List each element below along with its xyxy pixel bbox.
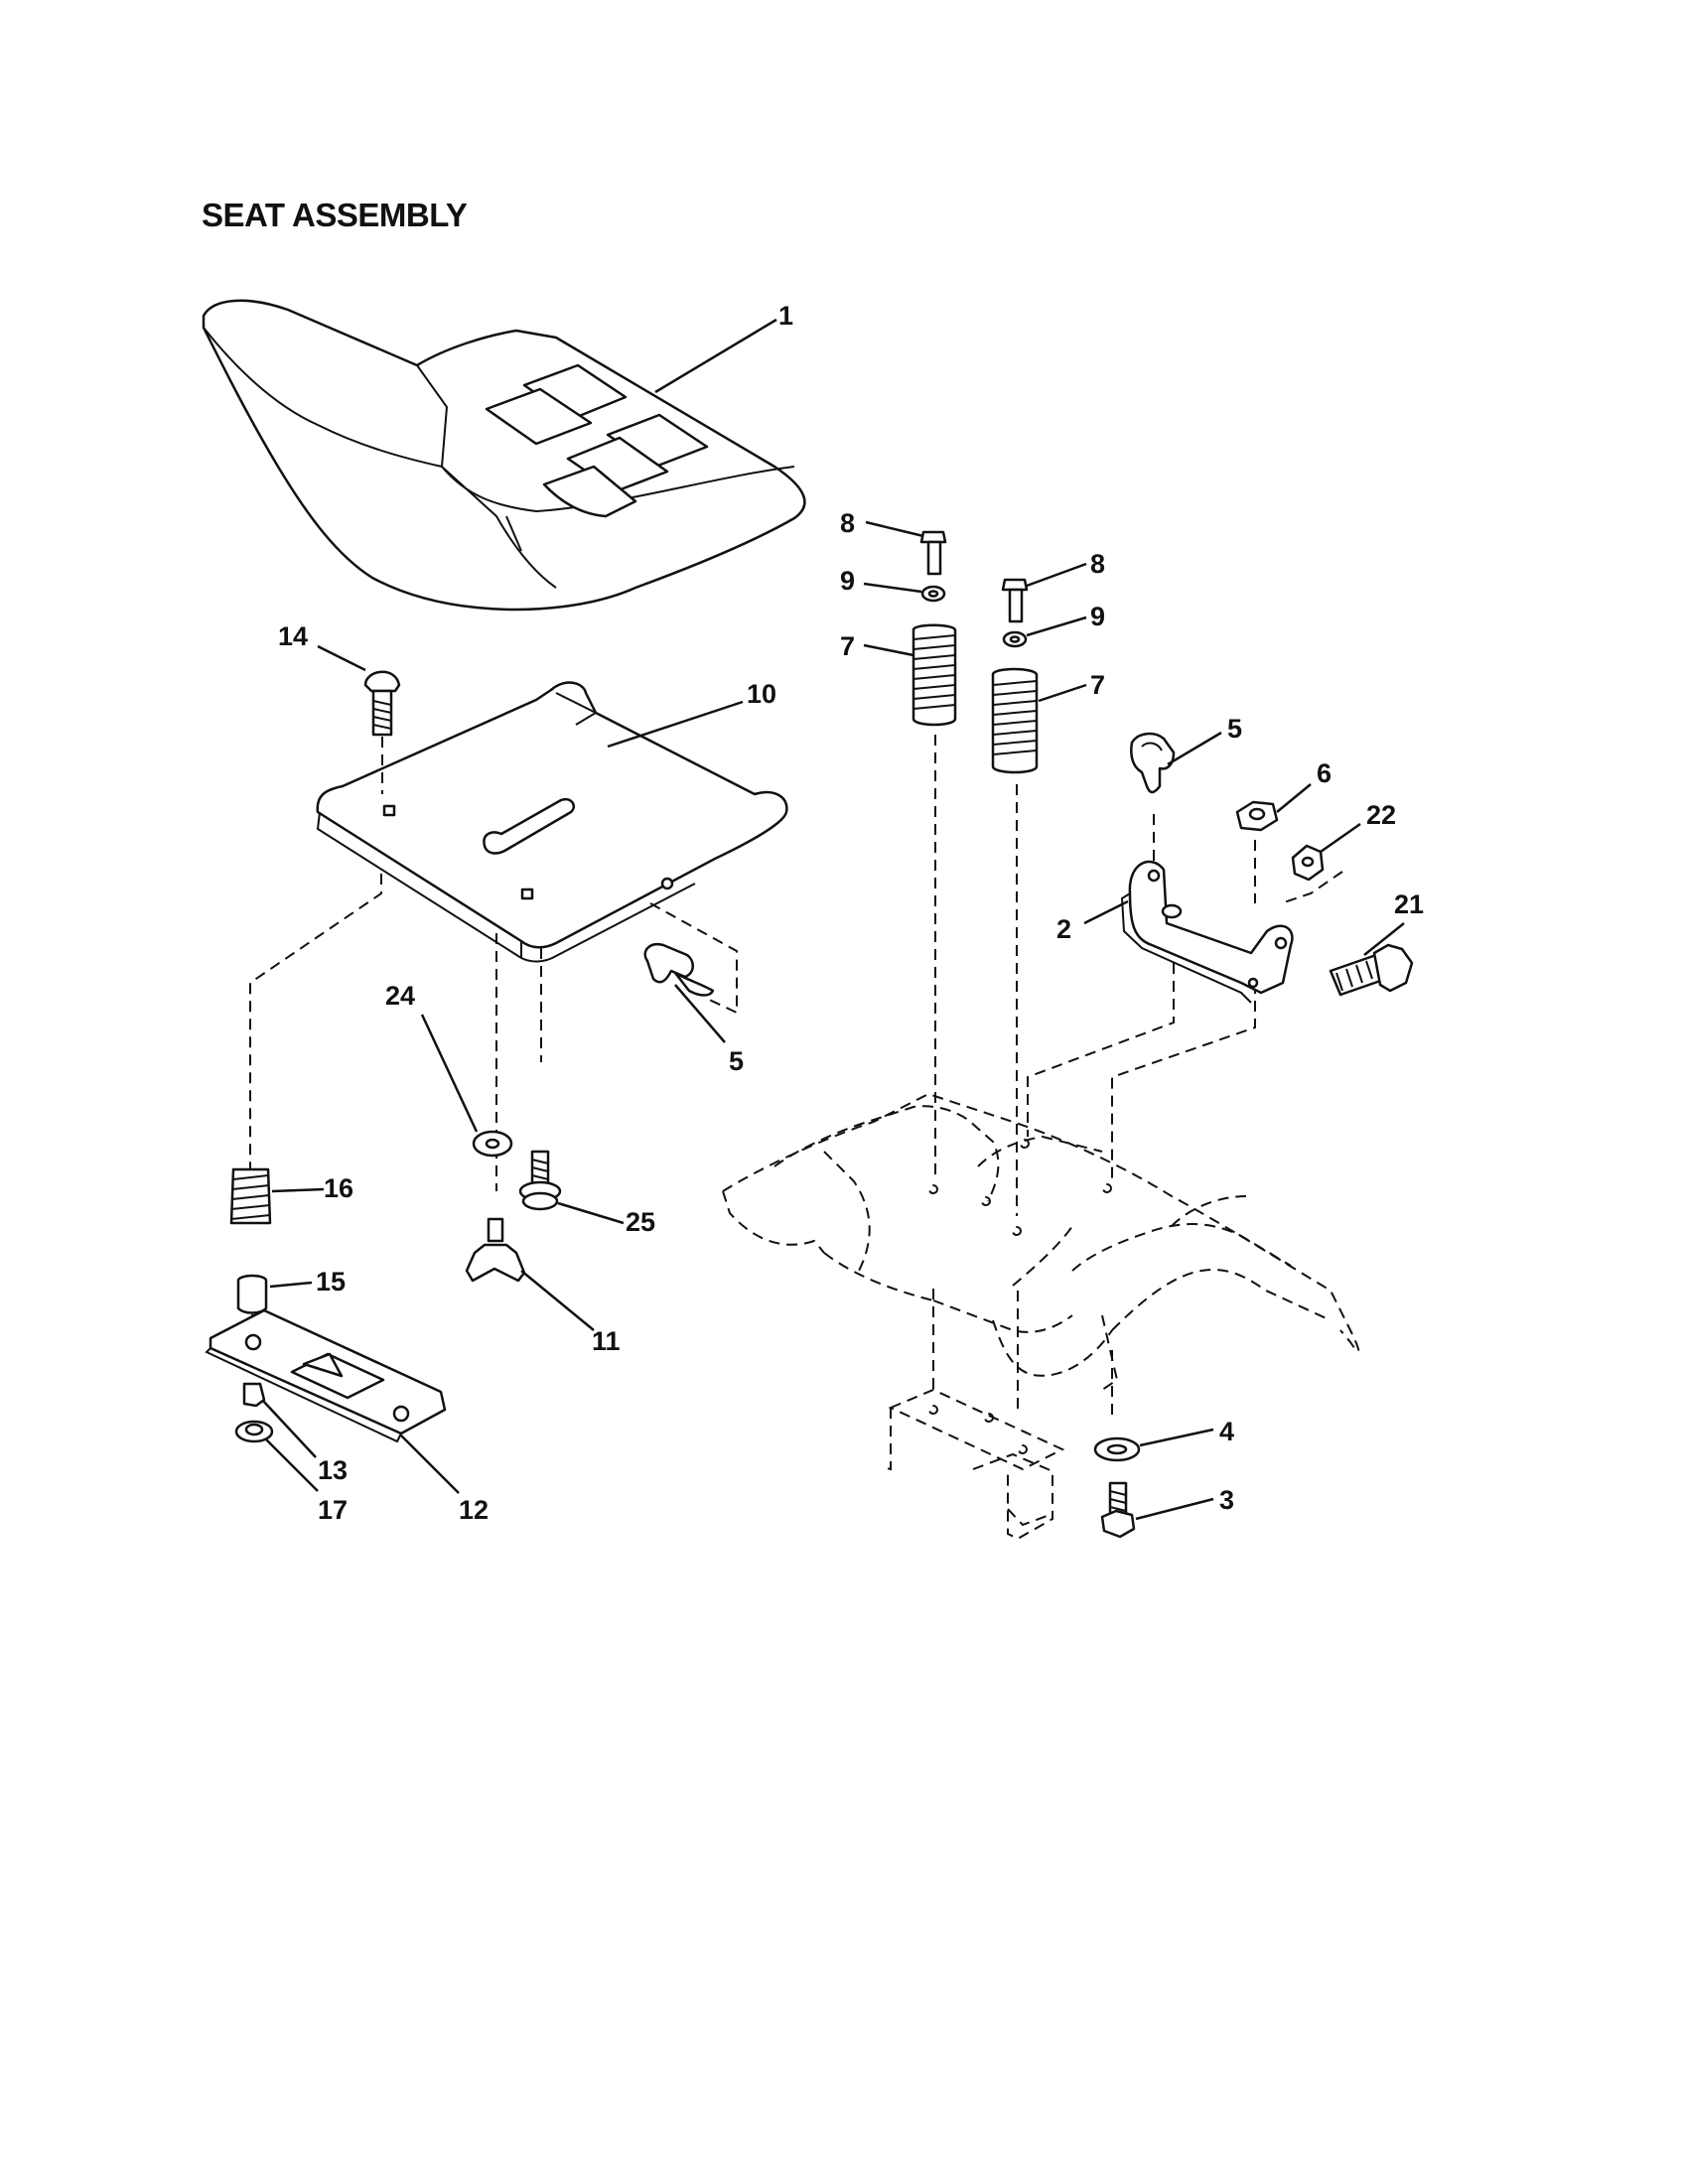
lock-nut-part [1235,783,1312,832]
seat-pan-part [316,681,788,963]
callout-14: 14 [278,621,308,651]
seat-part [202,299,806,612]
callout-12: 12 [459,1495,489,1525]
callout-17: 17 [318,1495,348,1525]
carriage-bolt-part [317,644,401,737]
callout-21: 21 [1394,889,1424,919]
callout-8-right: 8 [1090,549,1105,579]
compression-spring-small-part [229,1167,325,1225]
spring-right-part [991,667,1087,774]
callout-5-right: 5 [1227,714,1242,744]
hex-nut-part [242,1382,317,1458]
flange-nut-part [234,1420,319,1492]
callout-3: 3 [1219,1485,1234,1515]
callout-5-left: 5 [729,1046,744,1076]
spring-left-part [863,623,957,727]
seat-bracket-part [1083,860,1294,1004]
washer-bottom-part [1093,1428,1214,1462]
nut-part [1291,822,1361,882]
lock-washer-right-part [1002,615,1087,648]
hex-bolt-part [1329,922,1414,997]
callout-7-right: 7 [1090,670,1105,700]
callout-6: 6 [1317,758,1332,788]
wing-knob-part [465,1217,595,1331]
seat-pad-2 [485,387,593,446]
callout-25: 25 [626,1207,655,1237]
slide-plate-part [205,1308,460,1494]
callout-7-left: 7 [840,631,855,661]
callout-15: 15 [316,1267,346,1297]
clip-left-part [643,942,726,1043]
tractor-frame-part [722,1092,1360,1541]
flat-washer-part [420,1014,513,1158]
lock-washer-left-part [863,582,946,603]
callout-2: 2 [1056,914,1071,944]
callout-10: 10 [747,679,776,709]
callout-13: 13 [318,1455,348,1485]
screw-left-part [865,520,947,576]
shoulder-bolt-part [518,1150,625,1225]
spacer-part [236,1274,313,1314]
page-title: SEAT ASSEMBLY [202,197,468,233]
callout-1: 1 [778,301,793,331]
bolt-bottom-part [1100,1481,1214,1539]
callout-11: 11 [592,1326,621,1356]
callout-22: 22 [1366,800,1396,830]
callout-8-left: 8 [840,508,855,538]
callout-16: 16 [324,1173,353,1203]
callout-9-left: 9 [840,566,855,596]
screw-right-part [1001,562,1087,623]
callout-4: 4 [1219,1417,1234,1446]
seat-pad-5 [542,465,637,518]
callout-9-right: 9 [1090,602,1105,631]
clip-right-part [1130,731,1222,794]
callout-24: 24 [385,981,415,1011]
